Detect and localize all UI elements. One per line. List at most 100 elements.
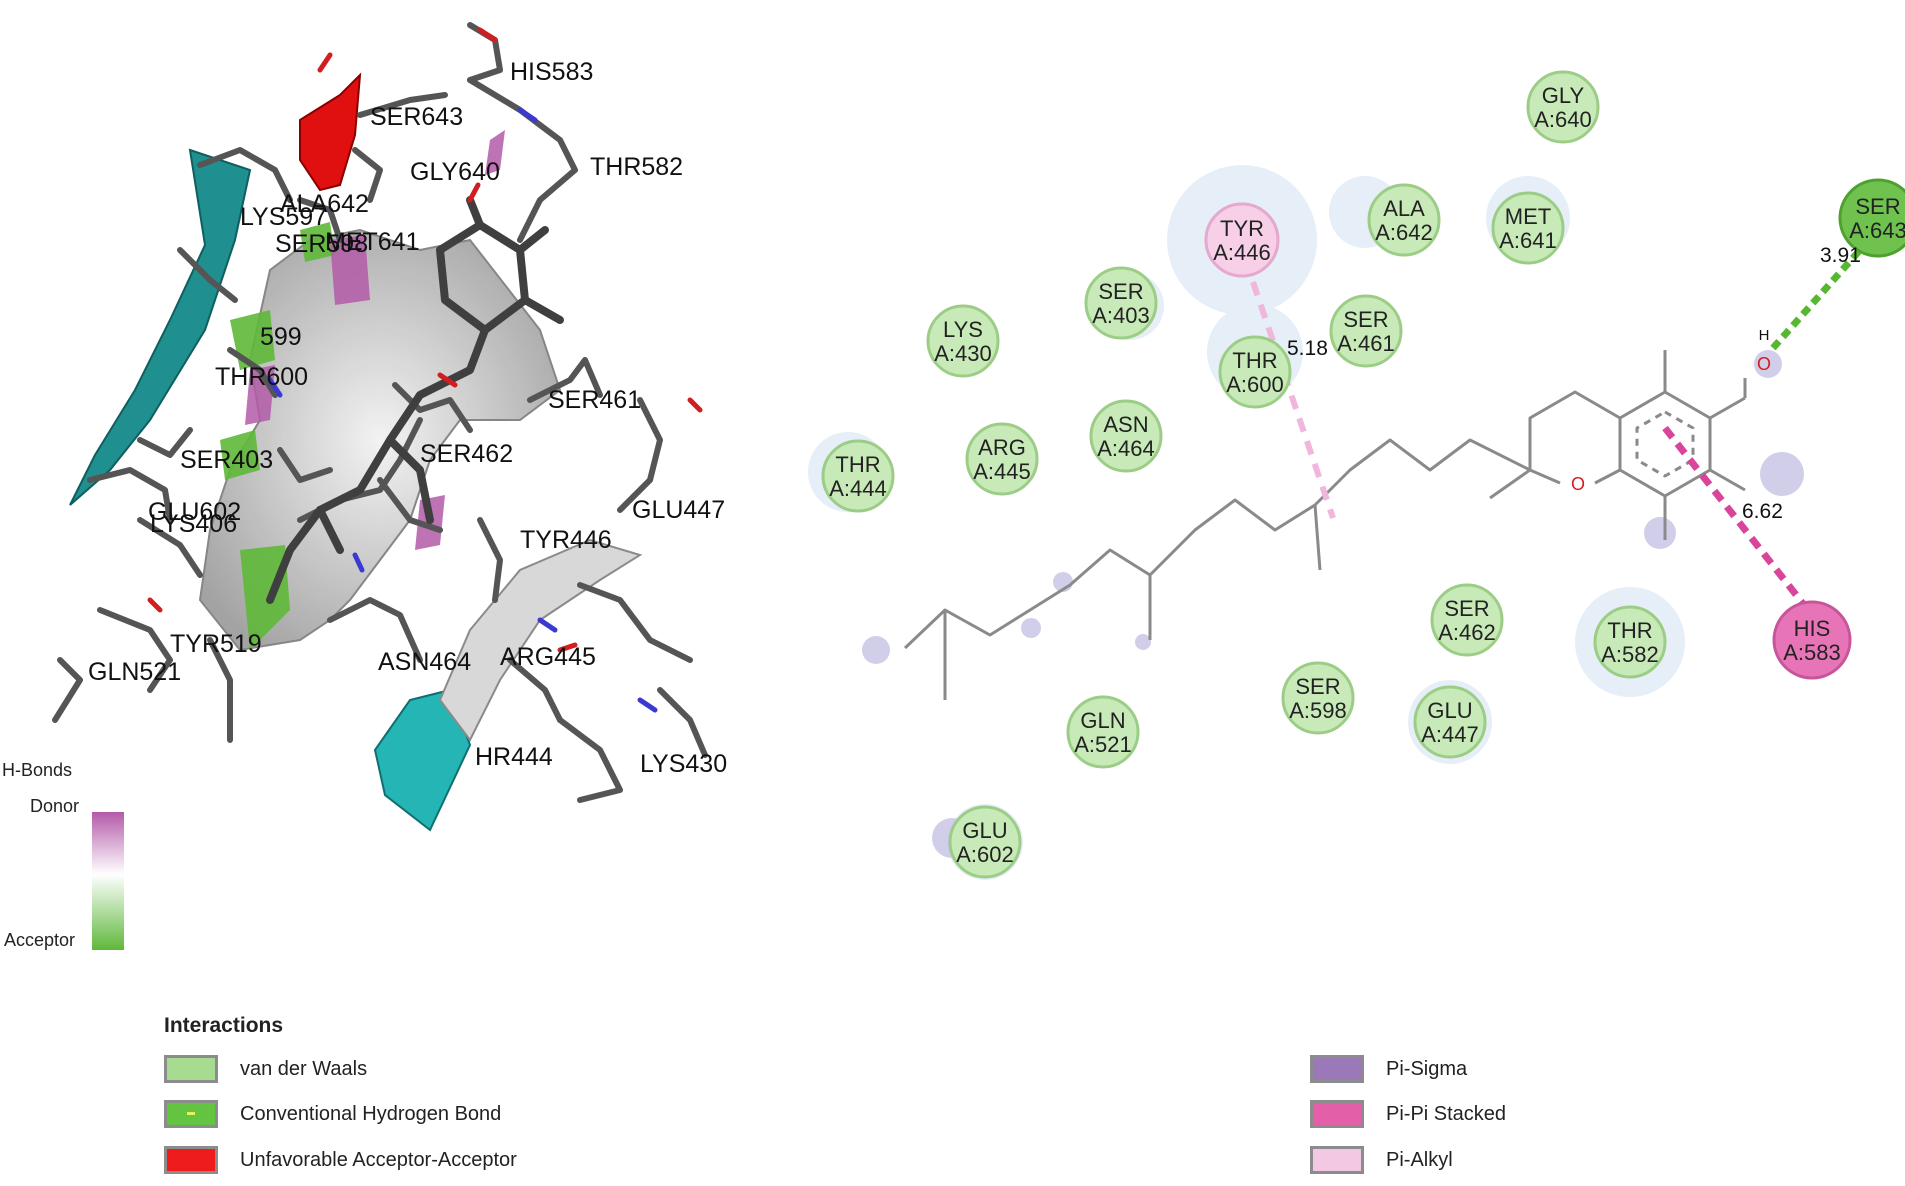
residue-labels-3d: HIS583 SER643 GLY640 THR582 ALA642 LYS59… <box>88 58 727 778</box>
legend-label: Pi-Sigma <box>1386 1057 1468 1080</box>
residue-disc <box>1066 695 1140 769</box>
residue-chain-id: A:643 <box>1849 218 1905 243</box>
residue-name: SER <box>1295 674 1340 699</box>
residue-disc <box>821 439 895 513</box>
label-3d: LYS597 <box>240 203 327 231</box>
ligand-sticks-3d <box>266 196 564 604</box>
label-3d: SER643 <box>370 103 463 131</box>
surface-donor-patch <box>485 130 505 175</box>
residue-name: TYR <box>1220 216 1264 241</box>
label-3d: TYR446 <box>520 526 612 554</box>
legend-swatch <box>164 1100 218 1128</box>
distance-label: 5.18 <box>1287 337 1328 360</box>
label-3d: GLN521 <box>88 658 181 686</box>
residue-disc <box>1084 266 1158 340</box>
legend-item-vdw: van der Waals <box>164 1054 367 1084</box>
legend-item-hbond: Conventional Hydrogen Bond <box>164 1099 501 1129</box>
residue-chain-id: A:447 <box>1421 722 1479 747</box>
label-3d: THR582 <box>590 153 683 181</box>
label-3d: LYS430 <box>640 750 727 778</box>
legend-swatch <box>1310 1100 1364 1128</box>
teal-helix-ribbon-lower <box>373 688 472 832</box>
residue-name: MET <box>1505 204 1551 229</box>
legend-label: Pi-Alkyl <box>1386 1148 1453 1171</box>
label-3d: HR444 <box>475 743 553 771</box>
red-ribbon-unfavorable <box>299 72 362 192</box>
surface-donor-patch <box>330 235 370 305</box>
legend-swatch <box>1310 1055 1364 1083</box>
residue-disc <box>1218 335 1292 409</box>
residue-chain-id: A:641 <box>1499 228 1557 253</box>
legend-title: Interactions <box>164 1014 284 1037</box>
label-3d: MET641 <box>325 228 419 256</box>
label-3d: 599 <box>260 323 302 351</box>
label-3d: ARG445 <box>500 643 596 671</box>
residue-name: ARG <box>978 435 1026 460</box>
residue-name: SER <box>1444 596 1489 621</box>
legend-item-unfavorable: Unfavorable Acceptor-Acceptor <box>164 1145 517 1175</box>
residue-chain-id: A:600 <box>1226 372 1284 397</box>
hydroxyl-oxygen-atom: O <box>1757 354 1771 374</box>
legend-label: Unfavorable Acceptor-Acceptor <box>240 1148 517 1171</box>
ligand-2d-structure <box>903 350 1746 700</box>
residue-chain-id: A:583 <box>1783 640 1841 665</box>
residue-disc <box>1526 70 1600 144</box>
interaction-line-tyr446 <box>1250 281 1336 519</box>
hbond-swatch-mark <box>187 1112 195 1115</box>
residue-disc <box>1329 294 1403 368</box>
legend-label: van der Waals <box>240 1057 368 1080</box>
residue-name: ASN <box>1103 412 1148 437</box>
residue-name: SER <box>1098 279 1143 304</box>
distance-label: 3.91 <box>1820 244 1861 267</box>
legend-item-pi-sigma: Pi-Sigma <box>1310 1054 1467 1084</box>
label-3d: GLU602 <box>148 498 241 526</box>
residue-name: SER <box>1343 307 1388 332</box>
pyran-ring-oxygen-bond <box>1594 468 1621 485</box>
residue-chain-id: A:446 <box>1213 240 1271 265</box>
aromatic-ring-inner <box>1635 410 1695 478</box>
legend-swatch <box>164 1055 218 1083</box>
label-3d: ALA642 <box>280 190 369 218</box>
residue-chain-id: A:430 <box>934 341 992 366</box>
residue-disc <box>948 805 1022 879</box>
legend-item-pi-pi: Pi-Pi Stacked <box>1310 1099 1506 1129</box>
residue-name: THR <box>1232 348 1277 373</box>
hydroxyl-hydrogen-atom: H <box>1759 327 1770 344</box>
atom-tips <box>147 27 703 713</box>
residue-chain-id: A:642 <box>1375 220 1433 245</box>
legend-swatch <box>164 1146 218 1174</box>
residue-chain-id: A:521 <box>1074 732 1132 757</box>
legend-item-pi-alkyl: Pi-Alkyl <box>1310 1145 1453 1175</box>
residue-name: SER <box>1855 194 1900 219</box>
residue-disc <box>1367 183 1441 257</box>
label-3d: THR600 <box>215 363 308 391</box>
residue-disc <box>926 304 1000 378</box>
residue-disc <box>1281 661 1355 735</box>
residue-name: GLY <box>1542 83 1585 108</box>
surface-acceptor-patch <box>220 430 260 480</box>
residue-name: LYS <box>943 317 983 342</box>
residue-disc <box>1491 191 1565 265</box>
residue-chain-id: A:602 <box>956 842 1014 867</box>
label-3d: ASN464 <box>378 648 471 676</box>
hbond-gradient-bar <box>92 812 124 950</box>
hbond-scale-acceptor: Acceptor <box>4 930 75 950</box>
residue-chain-id: A:462 <box>1438 620 1496 645</box>
residue-sticks <box>52 22 708 803</box>
residue-disc <box>965 422 1039 496</box>
label-3d: SER461 <box>548 386 641 414</box>
label-3d: TYR519 <box>170 630 262 658</box>
residue-disc <box>1772 600 1852 680</box>
